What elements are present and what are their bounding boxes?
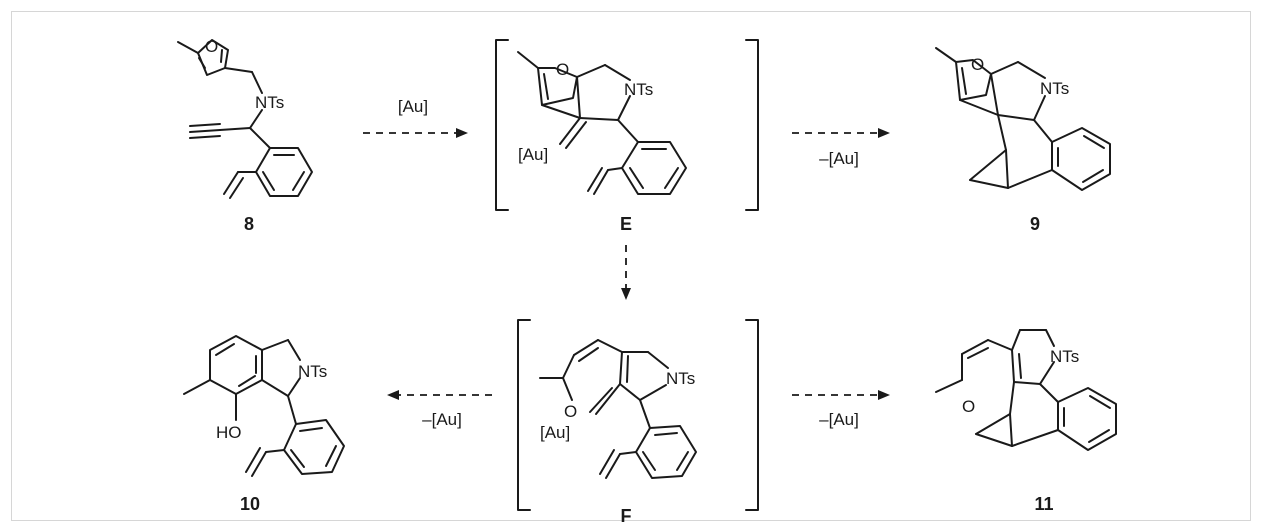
c11-oxygen: O bbox=[962, 397, 975, 416]
cF-gold: [Au] bbox=[540, 423, 570, 442]
cE-nts: NTs bbox=[624, 80, 653, 99]
label-10: 10 bbox=[240, 494, 260, 514]
c10-nts: NTs bbox=[298, 362, 327, 381]
cF-nts: NTs bbox=[666, 369, 695, 388]
label-E: E bbox=[620, 214, 632, 234]
arrow-F-to-10: –[Au] bbox=[387, 390, 492, 429]
cE-gold: [Au] bbox=[518, 145, 548, 164]
compound-8: O NTs 8 bbox=[177, 37, 313, 234]
arrow-F-to-11: –[Au] bbox=[792, 390, 890, 429]
label-9: 9 bbox=[1030, 214, 1040, 234]
compound-11: NTs O 11 bbox=[935, 329, 1117, 514]
c8-nts: NTs bbox=[255, 93, 284, 112]
intermediate-E: O NTs [Au] E bbox=[517, 51, 687, 234]
label-8: 8 bbox=[244, 214, 254, 234]
arrow-E-to-F bbox=[621, 245, 631, 300]
c9-oxygen: O bbox=[971, 55, 984, 74]
label-F: F bbox=[621, 506, 632, 526]
bracket-F bbox=[517, 319, 759, 511]
compound-10: NTs HO 10 bbox=[183, 335, 345, 514]
arrow-condition-au: [Au] bbox=[398, 97, 428, 116]
arrow-condition-minus-au-3: –[Au] bbox=[819, 410, 859, 429]
c11-nts: NTs bbox=[1050, 347, 1079, 366]
c8-oxygen: O bbox=[205, 37, 218, 56]
cF-oxygen: O bbox=[564, 402, 577, 421]
arrow-8-to-E: [Au] bbox=[363, 97, 468, 138]
arrow-condition-minus-au-2: –[Au] bbox=[422, 410, 462, 429]
compound-9: O NTs 9 bbox=[935, 47, 1111, 234]
label-11: 11 bbox=[1034, 494, 1053, 514]
bracket-E bbox=[495, 39, 759, 211]
arrow-condition-minus-au-1: –[Au] bbox=[819, 149, 859, 168]
intermediate-F: O NTs [Au] F bbox=[539, 339, 697, 526]
c9-nts: NTs bbox=[1040, 79, 1069, 98]
arrow-E-to-9: –[Au] bbox=[792, 128, 890, 168]
cE-oxygen: O bbox=[556, 60, 569, 79]
c10-hydroxyl: HO bbox=[216, 423, 242, 442]
